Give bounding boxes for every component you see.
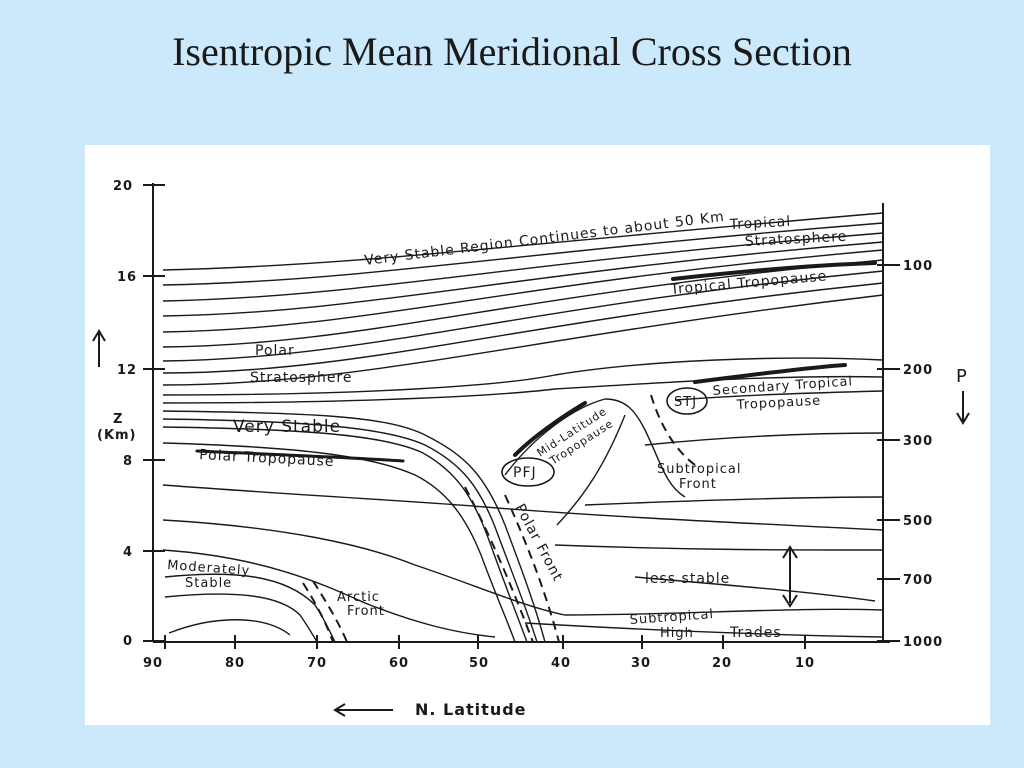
cross-section-figure: 20 16 12 8 4 0 100 200 300 500 700 1000 …: [85, 145, 990, 725]
less-stable-arrow: [782, 545, 798, 608]
z-tick: 12: [117, 363, 137, 378]
stj-label: STJ: [674, 395, 697, 410]
pfj-label: PFJ: [513, 465, 537, 481]
z-tick: 8: [123, 454, 133, 469]
arctic-front-label: Arctic: [337, 590, 380, 605]
arctic-front-dash-1: [302, 582, 334, 643]
cross-section-diagram: 20 16 12 8 4 0 100 200 300 500 700 1000 …: [92, 179, 970, 719]
moderately-stable-label: Moderately: [167, 558, 251, 579]
secondary-tropopause-line: [693, 363, 847, 384]
axes: [143, 183, 900, 649]
z-tick: 0: [123, 634, 133, 649]
svg-text:High: High: [660, 626, 694, 641]
polar-tropopause-label: Polar Tropopause: [199, 447, 335, 470]
polar-front-label: Polar Front: [511, 501, 565, 584]
z-tick: 20: [113, 179, 133, 194]
jets: [501, 387, 708, 487]
svg-text:Tropopause: Tropopause: [735, 394, 821, 413]
mid-latitude-hump: [504, 398, 686, 526]
subtropical-high-label: Subtropical: [629, 607, 714, 628]
polar-tropopause-line: [195, 449, 405, 463]
polar-stratosphere-label: Polar: [255, 343, 295, 359]
p-tick: 200: [903, 363, 933, 378]
svg-text:Z: Z: [113, 412, 123, 427]
mid-latitude-tropopause-line: [513, 401, 587, 457]
subtropical-front-label: Subtropical: [657, 462, 741, 477]
polar-front-dash-1: [464, 486, 534, 643]
lat-tick: 70: [307, 656, 327, 671]
tropical-tropopause-line: [671, 261, 877, 281]
p-tick: 300: [903, 434, 933, 449]
lat-axis-label: N. Latitude: [333, 700, 527, 719]
p-axis-label: P: [956, 366, 970, 425]
p-tick: 1000: [903, 635, 943, 650]
svg-text:P: P: [956, 366, 967, 387]
isentropes-upper: [162, 212, 884, 404]
p-tick: 100: [903, 259, 933, 274]
p-tick: 500: [903, 514, 933, 529]
subtropical-front-dash: [650, 394, 696, 466]
svg-text:Stratosphere: Stratosphere: [250, 370, 353, 386]
svg-text:Stratosphere: Stratosphere: [744, 229, 847, 250]
lat-tick: 10: [795, 656, 815, 671]
arctic-front-dash-2: [312, 580, 348, 643]
pfj-circle: [501, 457, 555, 487]
svg-text:Front: Front: [679, 477, 717, 492]
lat-tick: 60: [389, 656, 409, 671]
lat-tick: 30: [631, 656, 651, 671]
lat-axis-ticks: 90 80 70 60 50 40 30 20 10: [143, 656, 815, 671]
trades-label: Trades: [729, 625, 782, 641]
z-axis-ticks: 20 16 12 8 4 0: [113, 179, 137, 649]
z-axis-label: Z (Km): [92, 329, 137, 443]
lat-tick: 80: [225, 656, 245, 671]
lat-tick: 20: [712, 656, 732, 671]
svg-text:Stable: Stable: [185, 576, 232, 591]
fronts: [302, 394, 696, 643]
isentropes-lower: [162, 390, 884, 643]
very-stable-region-label: Very Stable Region Continues to about 50…: [364, 209, 726, 269]
tropopause-lines: [195, 261, 877, 463]
slide-title: Isentropic Mean Meridional Cross Section: [172, 29, 852, 74]
very-stable-label: Very Stable: [233, 417, 341, 437]
svg-text:Front: Front: [347, 604, 385, 619]
stj-circle: [666, 387, 708, 415]
less-stable-label: less stable: [645, 571, 730, 587]
svg-text:N. Latitude: N. Latitude: [415, 700, 527, 719]
tropical-stratosphere-label: Tropical: [728, 214, 791, 233]
lat-tick: 40: [551, 656, 571, 671]
lat-tick: 90: [143, 656, 163, 671]
p-tick: 700: [903, 573, 933, 588]
polar-front-dash-2: [504, 494, 560, 643]
lat-tick: 50: [469, 656, 489, 671]
isentropes-polar-front: [162, 410, 546, 643]
p-axis-ticks: 100 200 300 500 700 1000: [903, 259, 943, 650]
z-tick: 16: [117, 270, 137, 285]
z-tick: 4: [123, 545, 133, 560]
svg-text:(Km): (Km): [97, 428, 137, 443]
